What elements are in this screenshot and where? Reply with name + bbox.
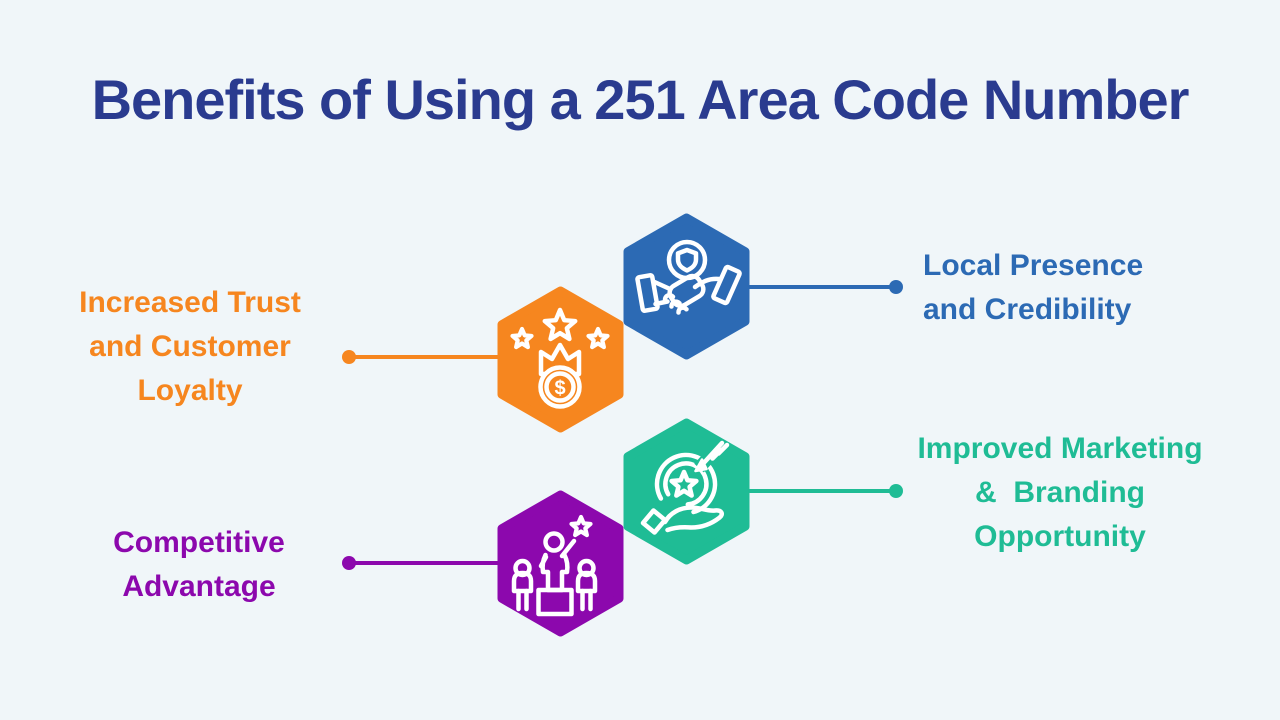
label-line: Increased Trust [79, 286, 301, 319]
hexagon-competitive-advantage [497, 490, 624, 637]
label-improved-marketing: Improved Marketing & Branding Opportunit… [885, 427, 1235, 559]
winner-podium-icon [511, 517, 598, 617]
connector-dot-improved-marketing [889, 484, 903, 498]
label-increased-trust: Increased Trust and Customer Loyalty [30, 281, 350, 413]
hexagon-improved-marketing [623, 418, 750, 565]
connector-dot-competitive-advantage [342, 556, 356, 570]
connector-line-increased-trust [349, 355, 500, 359]
handshake-shield-icon [635, 239, 742, 315]
hexagon-local-presence [623, 213, 750, 360]
crown-coin-stars-icon: $ [512, 310, 607, 409]
connector-line-improved-marketing [748, 489, 896, 493]
connector-dot-local-presence [889, 280, 903, 294]
label-line: Opportunity [974, 520, 1146, 553]
label-line: and Customer [89, 330, 291, 363]
label-local-presence: Local Presence and Credibility [923, 244, 1253, 332]
connector-line-competitive-advantage [349, 561, 500, 565]
hexagon-increased-trust: $ [497, 286, 624, 433]
label-competitive-advantage: Competitive Advantage [39, 521, 359, 609]
connector-dot-increased-trust [342, 350, 356, 364]
label-line: & Branding [975, 476, 1145, 509]
page-title: Benefits of Using a 251 Area Code Number [91, 68, 1190, 131]
connector-line-local-presence [748, 285, 896, 289]
label-line: Improved Marketing [917, 432, 1203, 465]
label-line: Advantage [122, 570, 276, 603]
label-line: and Credibility [923, 293, 1132, 326]
target-hand-icon [640, 438, 730, 535]
label-line: Competitive [113, 526, 285, 559]
label-line: Loyalty [137, 374, 243, 407]
dollar-glyph: $ [554, 378, 565, 400]
label-line: Local Presence [923, 249, 1144, 282]
